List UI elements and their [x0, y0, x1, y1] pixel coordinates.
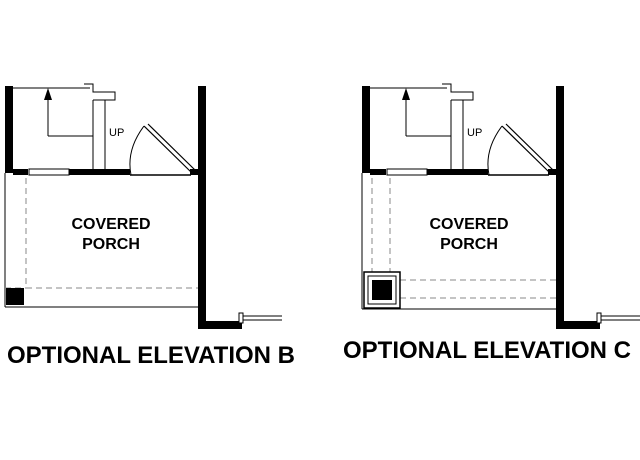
stair-label: UP [109, 127, 124, 139]
stair-label: UP [467, 127, 482, 139]
elevation-caption: OPTIONAL ELEVATION B [7, 342, 295, 369]
room-label: PORCH [82, 236, 140, 253]
porch-column [6, 288, 24, 305]
porch-back-wall [69, 169, 130, 175]
room-label: COVERED [71, 216, 150, 233]
door-jamb [548, 169, 556, 175]
door-leaf [505, 123, 554, 171]
stair-arrow-head [44, 88, 52, 100]
room-label: COVERED [429, 216, 508, 233]
door-swing-arc [129, 125, 145, 176]
porch-back-wall [370, 169, 386, 175]
elevation-caption: OPTIONAL ELEVATION C [343, 337, 631, 364]
stair-newel [84, 83, 116, 101]
room-label: PORCH [440, 236, 498, 253]
porch-column [372, 280, 392, 300]
window-opening [386, 168, 428, 176]
stair-arrow-head [402, 88, 410, 100]
left-wall [362, 86, 370, 173]
return-wall [198, 321, 242, 329]
door-leaf [143, 125, 192, 173]
plan-elevation-b: UP COVERED PORCH OPTIONAL ELEVATION B [4, 83, 295, 369]
rail-post [596, 312, 602, 324]
rail-post [238, 312, 244, 324]
plan-elevation-c: UP COVERED PORCH OPTIONAL ELEVATION C [343, 83, 640, 364]
door-jamb [190, 169, 198, 175]
right-wall [556, 86, 564, 329]
stair-newel [442, 83, 474, 101]
return-wall [556, 321, 600, 329]
porch-back-wall [13, 169, 28, 175]
porch-back-wall [427, 169, 488, 175]
door-leaf [147, 123, 196, 171]
window-opening [28, 168, 70, 176]
door-swing-arc [487, 125, 503, 176]
door-leaf [501, 125, 550, 173]
left-wall [5, 86, 13, 173]
right-wall [198, 86, 206, 329]
